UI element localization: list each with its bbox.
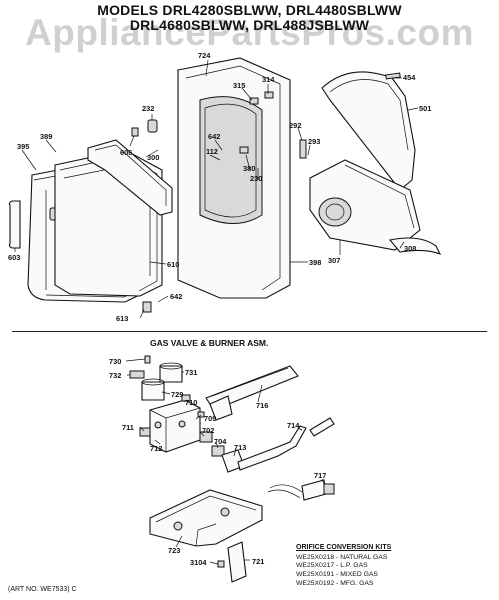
callout-710: 710 — [185, 398, 197, 407]
callout-714: 714 — [287, 421, 300, 430]
watermark: AppliancePartsPros.com — [25, 12, 474, 53]
part-232-clip — [147, 119, 158, 133]
burner-assembly — [205, 365, 299, 421]
callout-721: 721 — [252, 557, 264, 566]
callout-232: 232 — [142, 104, 154, 113]
part-606-clip — [131, 127, 139, 137]
part-613-screw — [142, 301, 152, 313]
part-292-bracket — [299, 139, 307, 159]
callout-395: 395 — [17, 142, 29, 151]
orifice-kit-row: WE25X0192 - MFG. GAS — [296, 579, 374, 587]
upper-callouts: 724 315 314 454 501 232 606 300 389 395 … — [8, 51, 431, 323]
callout-613: 613 — [116, 314, 128, 323]
door-seal — [87, 139, 173, 216]
callout-729: 729 — [171, 390, 183, 399]
models-title-line1: MODELS DRL4280SBLWW, DRL4480SBLWW — [97, 2, 402, 18]
part-732-bracket — [129, 370, 145, 379]
lower-callouts: 730 732 731 729 710 709 716 711 702 704 … — [109, 357, 326, 567]
part-729-coil — [141, 381, 165, 401]
part-3104-screw — [217, 560, 225, 568]
part-704-fitting — [211, 445, 225, 457]
callout-723: 723 — [168, 546, 180, 555]
callout-307: 307 — [328, 256, 340, 265]
ignitor — [267, 479, 335, 501]
art-number: (ART NO. WE7533) C — [8, 586, 77, 593]
models-title-line2: DRL4680SBLWW, DRL488JSBLWW — [129, 17, 370, 33]
callout-642-lower: 642 — [170, 292, 182, 301]
lower-leader-lines — [125, 358, 325, 565]
part-709-clip — [197, 411, 205, 418]
callout-730: 730 — [109, 357, 121, 366]
callout-230: 230 — [250, 174, 262, 183]
callout-300: 300 — [147, 153, 159, 162]
callout-501: 501 — [419, 104, 431, 113]
part-730-screw — [144, 355, 151, 364]
callout-716: 716 — [256, 401, 268, 410]
callout-315: 315 — [233, 81, 245, 90]
gas-pipe — [237, 425, 307, 471]
callout-702: 702 — [202, 426, 214, 435]
orifice-conversion-kits: ORIFICE CONVERSION KITS WE25X0218 - NATU… — [296, 544, 486, 589]
callout-709: 709 — [204, 414, 216, 423]
callout-293: 293 — [308, 137, 320, 146]
gas-valve-body — [149, 399, 201, 453]
callout-704: 704 — [214, 437, 227, 446]
orifice-kits-heading: ORIFICE CONVERSION KITS — [296, 544, 392, 551]
callout-308: 308 — [404, 244, 416, 253]
part-702-orifice — [199, 431, 213, 443]
callout-603: 603 — [8, 253, 20, 262]
part-731-coil — [159, 365, 183, 383]
front-panel — [177, 57, 291, 299]
callout-112: 112 — [206, 147, 218, 156]
part-710-clip — [181, 394, 191, 402]
part-380-clip — [239, 146, 249, 154]
callout-724: 724 — [198, 51, 211, 60]
callout-314: 314 — [262, 75, 275, 84]
callout-389: 389 — [40, 132, 52, 141]
callout-610: 610 — [167, 260, 179, 269]
callout-731: 731 — [185, 368, 197, 377]
orifice-kit-row: WE25X0191 - MIXED GAS — [296, 571, 378, 579]
bearing-duct-assembly — [309, 71, 442, 256]
callout-398: 398 — [309, 258, 321, 267]
orifice-kit-row: WE25X0217 - L.P. GAS — [296, 562, 368, 570]
callout-454: 454 — [403, 73, 416, 82]
upper-leader-lines — [14, 59, 419, 319]
door-handle — [8, 200, 21, 249]
gas-valve-section-title: GAS VALVE & BURNER ASM. — [150, 338, 269, 348]
callout-712: 712 — [150, 444, 162, 453]
callout-717: 717 — [314, 471, 326, 480]
part-314-clip — [264, 91, 274, 99]
part-711-fitting — [139, 427, 151, 437]
callout-380: 380 — [243, 164, 255, 173]
section-divider — [12, 331, 487, 332]
orifice-kit-row: WE25X0218 - NATURAL GAS — [296, 553, 388, 561]
callout-642-upper: 642 — [208, 132, 220, 141]
callout-292: 292 — [289, 121, 301, 130]
bracket-721 — [227, 541, 247, 583]
part-714-pipe — [309, 417, 335, 437]
part-315-clip — [249, 97, 259, 105]
callout-3104: 3104 — [190, 558, 207, 567]
callout-711: 711 — [122, 423, 134, 432]
callout-713: 713 — [234, 443, 246, 452]
mounting-bracket — [149, 489, 263, 547]
callout-732: 732 — [109, 371, 121, 380]
callout-606: 606 — [120, 148, 132, 157]
